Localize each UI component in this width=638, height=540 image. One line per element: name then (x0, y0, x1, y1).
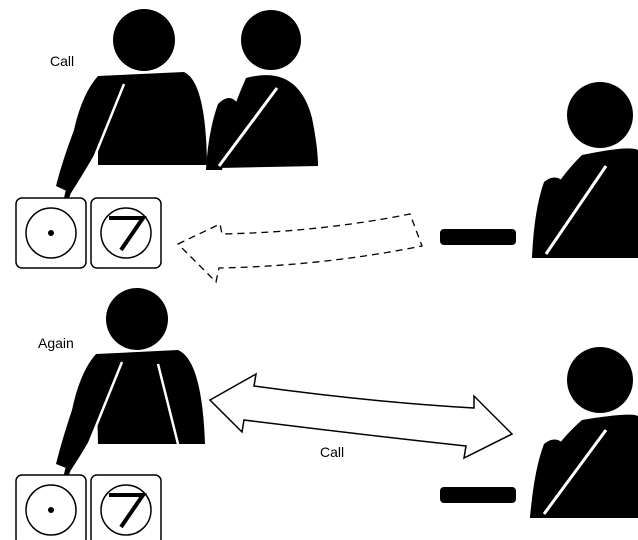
seven-icon (109, 493, 147, 529)
top-seven-button (90, 197, 162, 269)
top-call-label: Call (50, 53, 75, 69)
top-companion-arm-outline (217, 87, 279, 167)
bottom-caller-body (96, 350, 205, 444)
bottom-caller-arm-outline (86, 361, 124, 447)
bottom-receiver-figure (530, 347, 638, 518)
top-receiver-head (567, 82, 633, 148)
top-companion-hand (206, 98, 238, 170)
bottom-caller-arm (56, 354, 118, 470)
again-label: Again (38, 335, 74, 351)
top-caller-figure (56, 9, 207, 204)
bottom-scene (15, 288, 638, 540)
top-companion-head (241, 10, 301, 70)
bottom-receiver-arm-outline (542, 429, 608, 515)
bottom-caller-head (106, 288, 168, 350)
bottom-double-arrow (208, 372, 514, 460)
top-caller-body (98, 72, 207, 165)
top-caller-head (113, 9, 175, 71)
bottom-keypad (15, 474, 162, 540)
top-receiver-body (532, 148, 638, 258)
top-caller-arm (56, 76, 118, 193)
top-caller-arm-outline (88, 83, 126, 169)
top-scene (15, 9, 638, 284)
seven-icon (109, 216, 147, 252)
top-receiver-arm-outline (544, 165, 608, 255)
bottom-receiver-hand (530, 439, 566, 518)
top-phone-handset-icon (440, 229, 516, 245)
bottom-receiver-body (530, 414, 638, 518)
top-dashed-arrow (176, 213, 423, 284)
bottom-caller-body-outline (156, 363, 180, 445)
top-companion-figure (206, 10, 318, 170)
top-receiver-hand (532, 177, 566, 258)
top-caller-finger (63, 168, 78, 204)
bottom-dot-button (15, 474, 87, 540)
top-keypad (15, 197, 162, 269)
bottom-phone-handset-icon (440, 487, 516, 503)
bottom-receiver-head (567, 347, 633, 413)
bottom-caller-figure (56, 288, 205, 480)
top-dot-button (15, 197, 87, 269)
top-receiver-figure (532, 82, 638, 258)
bottom-caller-finger (63, 446, 78, 480)
bottom-seven-button (90, 474, 162, 540)
top-companion-body (218, 75, 318, 168)
bottom-call-label: Call (320, 444, 345, 460)
